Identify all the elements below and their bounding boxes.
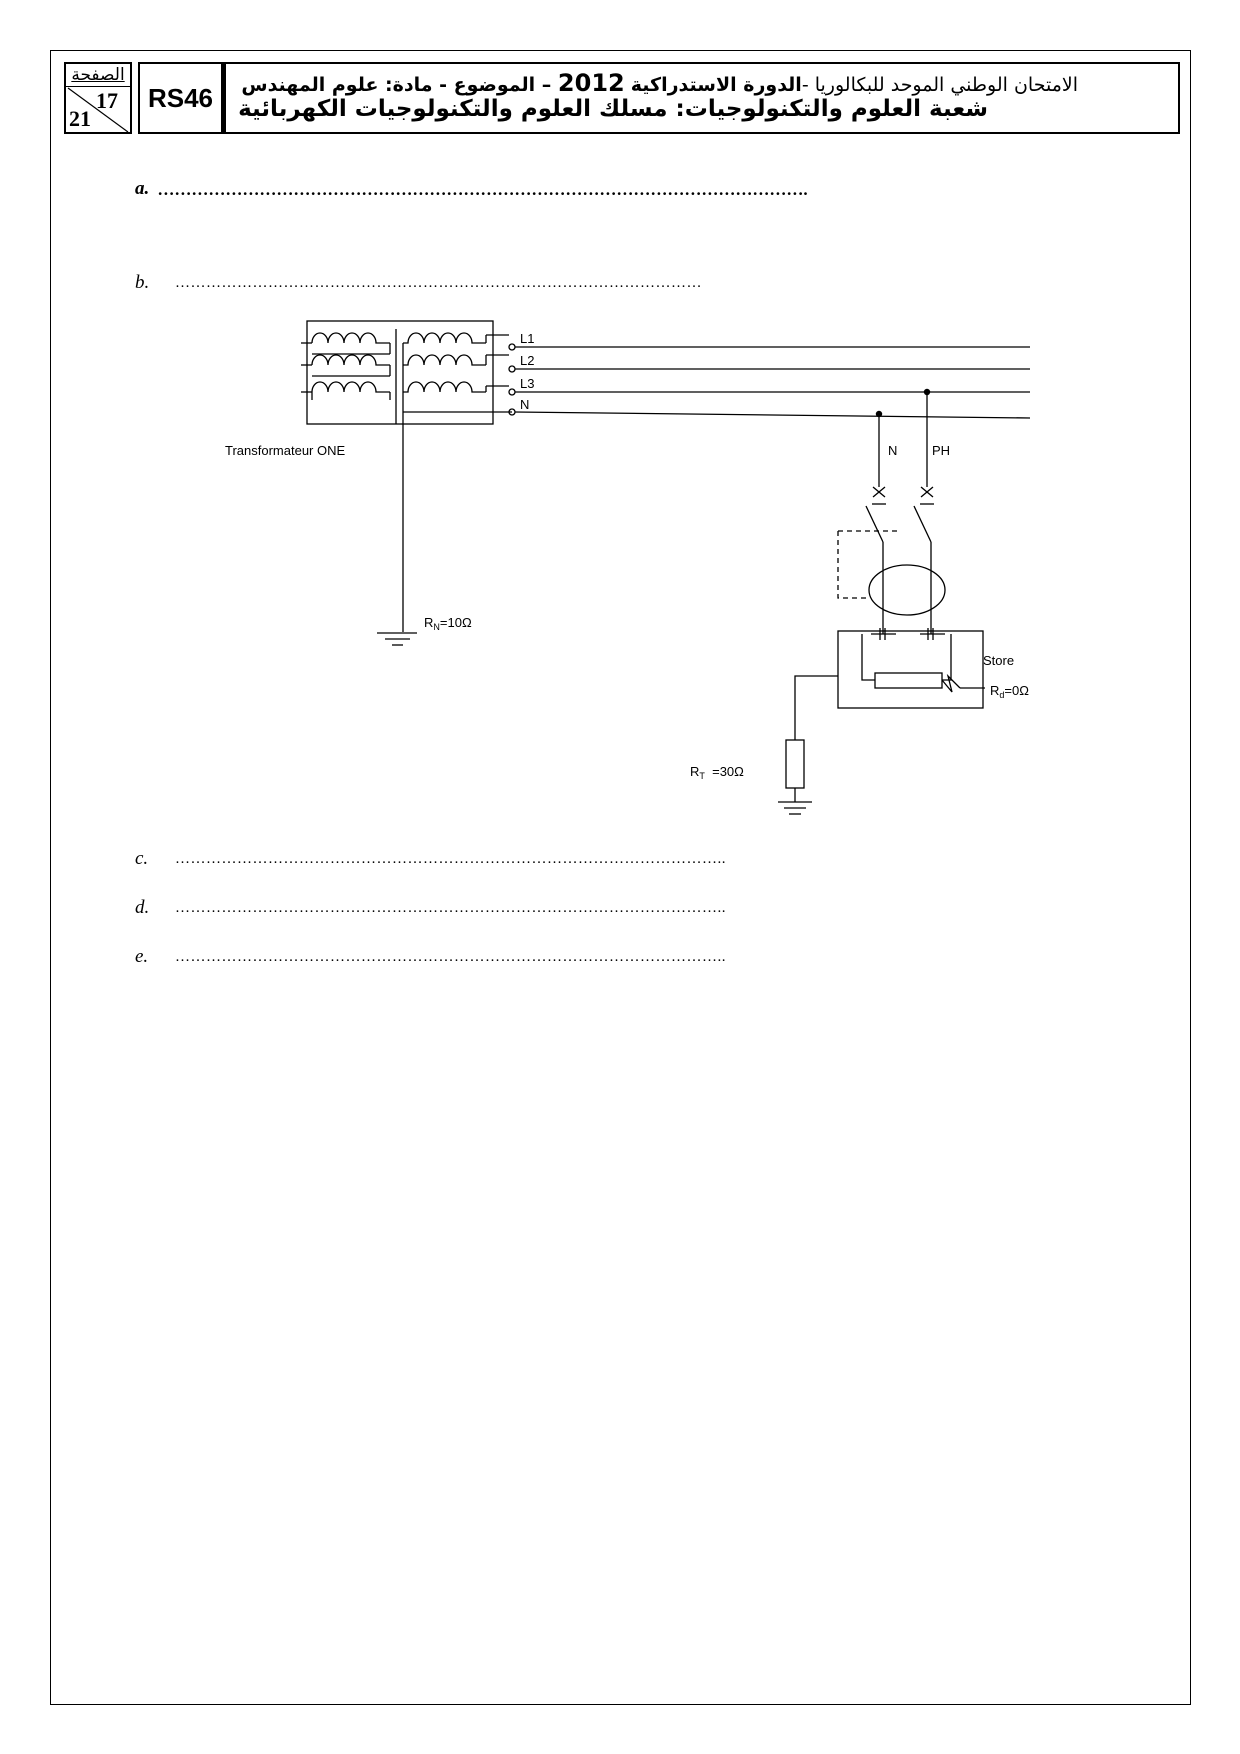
question-c-answer-line: …………………………………………………………………………………………….. — [175, 851, 726, 867]
label-l1: L1 — [520, 331, 534, 346]
header-topic: – الموضوع - مادة: — [378, 74, 558, 96]
question-b-answer-line: ………………………………………………………………………………………… — [175, 275, 702, 291]
exam-code: RS46 — [138, 62, 223, 134]
page-label: الصفحة — [66, 64, 130, 87]
rt-label: RT =30Ω — [690, 764, 744, 781]
header-line-2: شعبة العلوم والتكنولوجيات: مسلك العلوم و… — [238, 96, 988, 122]
question-a-label: a. — [135, 178, 150, 199]
junction-neutral — [875, 410, 883, 418]
store-label: Store — [983, 653, 1014, 668]
question-d-answer-line: …………………………………………………………………………………………….. — [175, 900, 726, 916]
switch-blade-ph — [913, 505, 932, 543]
rn-label: RN=10Ω — [424, 615, 472, 632]
label-n: N — [520, 397, 529, 412]
header-subject: علوم المهندس — [241, 74, 379, 96]
rd-label: Rd=0Ω — [990, 683, 1029, 700]
branch-ph-label: PH — [932, 443, 950, 458]
question-e-answer-line: …………………………………………………………………………………………….. — [175, 949, 726, 965]
line-n — [514, 411, 1031, 419]
fault-arrow — [941, 673, 961, 693]
transformer-enclosure — [306, 320, 494, 425]
earth-resistance-rt — [785, 739, 805, 789]
label-l3: L3 — [520, 376, 534, 391]
page-frame — [50, 50, 1191, 1705]
terminal-l3 — [508, 388, 516, 396]
load-enclosure — [837, 630, 984, 709]
header-line-1: الامتحان الوطني الموحد للبكالوريا -الدور… — [241, 69, 1078, 97]
exam-header: الامتحان الوطني الموحد للبكالوريا -الدور… — [222, 62, 1180, 134]
question-e-label: e. — [135, 946, 149, 967]
header-year: 2012 — [557, 69, 625, 97]
switch-blade-n — [865, 505, 884, 543]
question-a-answer-line: ……………………………………………………………………………………………………. — [158, 180, 809, 199]
differential-toroid — [868, 564, 946, 616]
label-l2: L2 — [520, 353, 534, 368]
question-d-label: d. — [135, 897, 150, 918]
page-total: 21 — [69, 106, 91, 131]
header-intro: الامتحان الوطني الموحد للبكالوريا - — [801, 74, 1078, 96]
question-b-label: b. — [135, 272, 150, 293]
junction-phase — [923, 388, 931, 396]
terminal-l2 — [508, 365, 516, 373]
store-motor-resistor — [874, 672, 943, 689]
tt-earthing-circuit-diagram: L1 L2 L3 N Transformateur ONE N PH RN=10… — [225, 320, 1031, 815]
question-c-label: c. — [135, 848, 149, 869]
page-number: 17 — [96, 88, 118, 113]
header-session: الدورة الاستدراكية — [630, 74, 802, 96]
transformer-label: Transformateur ONE — [225, 443, 345, 458]
transformer-coils — [311, 329, 512, 424]
terminal-l1 — [508, 343, 516, 351]
branch-n-label: N — [888, 443, 897, 458]
earth-conductor — [794, 675, 838, 740]
page-number-box: الصفحة 17 21 — [64, 62, 132, 134]
page-divider — [67, 87, 129, 132]
